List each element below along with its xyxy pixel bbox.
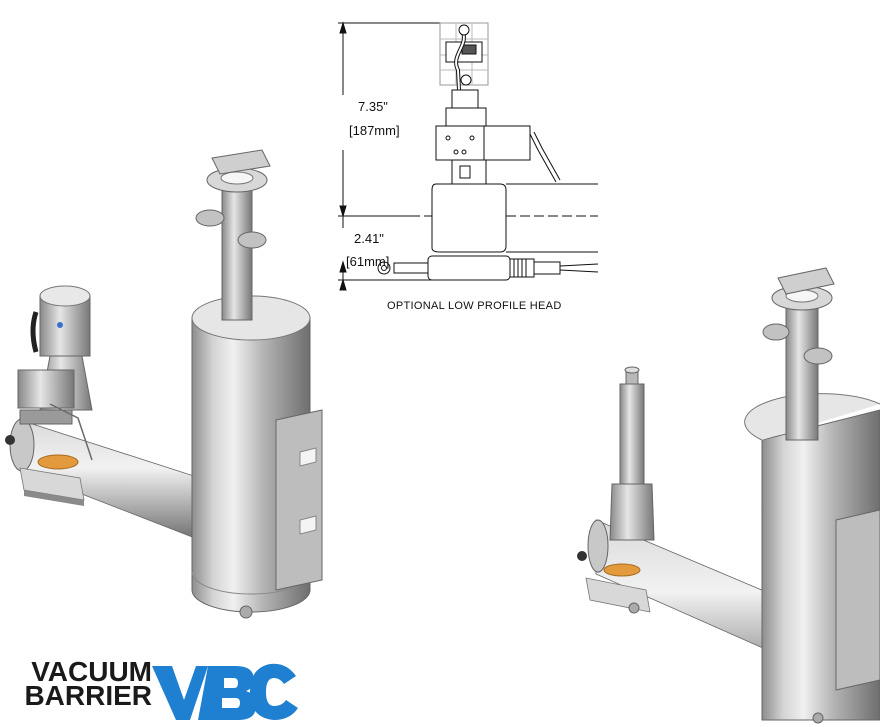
lower-dimension-metric: [61mm] <box>346 254 389 269</box>
technical-drawing <box>338 21 599 291</box>
drawing-caption: OPTIONAL LOW PROFILE HEAD <box>387 300 562 312</box>
right-valve-assembly <box>577 267 880 724</box>
vbc-logo-icon <box>152 663 298 720</box>
upper-dimension-metric: [187mm] <box>349 123 400 138</box>
lower-dimension-inches: 2.41" <box>354 231 384 246</box>
brand-line-1: VACUUM <box>31 656 152 687</box>
left-valve-assembly <box>5 149 323 619</box>
brand-wordmark: VACUUM BARRIER <box>10 656 152 711</box>
company-logo: VACUUM BARRIER <box>10 654 300 724</box>
upper-dimension-inches: 7.35" <box>358 99 388 114</box>
brand-line-2: BARRIER <box>24 680 152 711</box>
